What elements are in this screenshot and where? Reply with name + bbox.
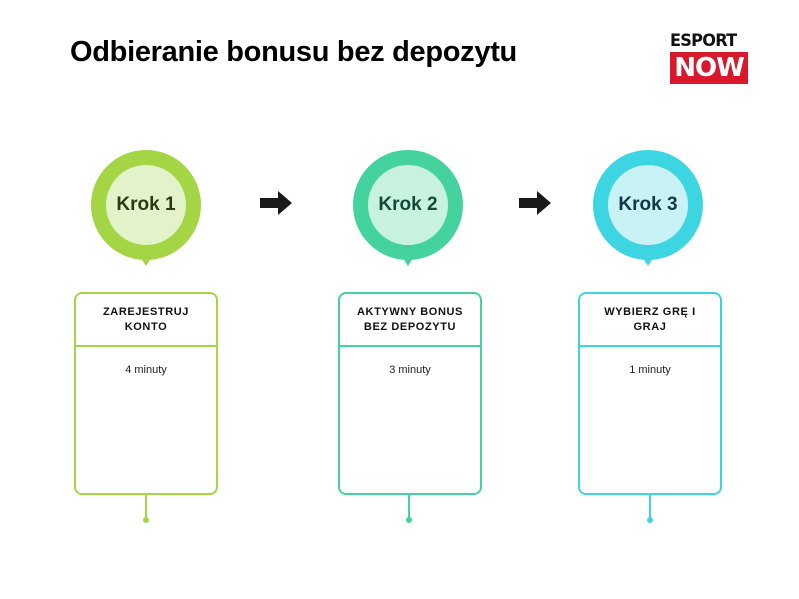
step-2-card: AKTYWNY BONUS BEZ DEPOZYTU 3 minuty: [338, 292, 482, 495]
logo-top: ESPORT: [670, 31, 737, 51]
arrow-right-icon: [519, 191, 551, 215]
esportnow-logo: ESPORT NOW: [670, 33, 748, 84]
step-1-card: ZAREJESTRUJ KONTO 4 minuty: [74, 292, 218, 495]
step-3-dot: [647, 517, 653, 523]
step-3-time: 1 minuty: [629, 364, 671, 376]
step-2-title: AKTYWNY BONUS BEZ DEPOZYTU: [340, 294, 480, 347]
step-1-dot: [143, 517, 149, 523]
step-2-label: Krok 2: [368, 165, 448, 245]
step-3-label: Krok 3: [608, 165, 688, 245]
step-1-pin: Krok 1: [91, 150, 201, 266]
step-1-time: 4 minuty: [125, 364, 167, 376]
step-1-title: ZAREJESTRUJ KONTO: [76, 294, 216, 347]
page-title: Odbieranie bonusu bez depozytu: [70, 36, 517, 68]
step-1-stem: [145, 493, 147, 520]
arrow-right-icon: [260, 191, 292, 215]
step-3-pin: Krok 3: [593, 150, 703, 266]
step-2-pin: Krok 2: [353, 150, 463, 266]
step-3-title: WYBIERZ GRĘ I GRAJ: [580, 294, 720, 347]
step-3-stem: [649, 493, 651, 520]
step-2-time: 3 minuty: [389, 364, 431, 376]
logo-bottom: NOW: [670, 52, 748, 84]
step-2-dot: [406, 517, 412, 523]
step-3-card: WYBIERZ GRĘ I GRAJ 1 minuty: [578, 292, 722, 495]
step-1-label: Krok 1: [106, 165, 186, 245]
step-2-stem: [408, 493, 410, 520]
